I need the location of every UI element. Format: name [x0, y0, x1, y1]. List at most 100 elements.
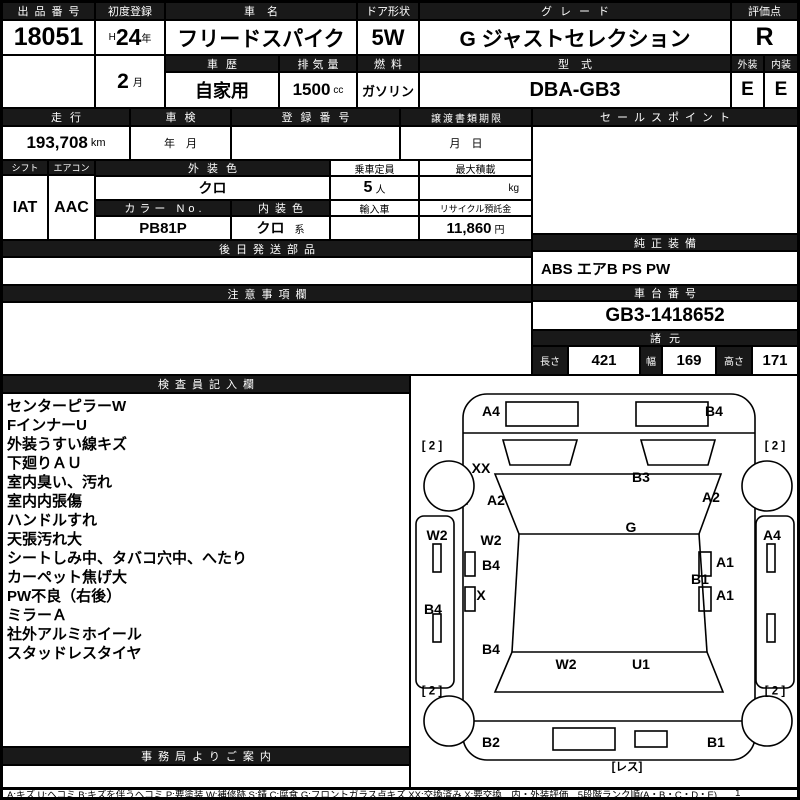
score-value: R: [731, 20, 798, 55]
front-left-wheel: [423, 460, 475, 512]
damage-code: B3: [632, 469, 650, 485]
grade-value: G ジャストセレクション: [419, 20, 731, 55]
mileage-unit: km: [90, 137, 106, 149]
inspector-note: 室内内張傷: [7, 493, 83, 510]
chassis-no-header: 車台番号: [532, 285, 798, 301]
inspector-header: 検査員記入欄: [2, 375, 410, 393]
front-right-wheel: [741, 460, 793, 512]
car-name-value: フリードスパイク: [165, 20, 357, 55]
car-body: [462, 393, 756, 761]
car-name-header: 車名: [165, 2, 357, 20]
inspection-value: 年 月: [130, 126, 231, 160]
caution-area: [2, 302, 532, 375]
width-label: 幅: [640, 346, 662, 375]
recycle-number: 11,860: [446, 219, 492, 237]
interior-score-value: E: [764, 72, 798, 108]
inspector-note: 室内臭い、汚れ: [7, 474, 113, 491]
fuel-value: ガソリン: [357, 72, 419, 108]
damage-code: B4: [705, 403, 723, 419]
history-header: 車歴: [165, 55, 279, 72]
displacement-header: 排気量: [279, 55, 357, 72]
recycle-deposit-value: 11,860 円: [419, 216, 532, 240]
interior-color-header: 内装色: [231, 200, 330, 216]
damage-code: W2: [480, 532, 502, 548]
rear-window: [493, 651, 725, 693]
exterior-color-value: クロ: [95, 176, 330, 200]
legend-page-number: 1: [735, 788, 741, 798]
right-side-panel: [755, 515, 795, 689]
damage-code: G: [625, 519, 637, 535]
damage-code: U1: [632, 656, 650, 672]
dimensions-header: 諸元: [532, 330, 798, 346]
damage-code: B1: [707, 734, 725, 750]
equipment-header: 純正装備: [532, 234, 798, 251]
interior-color-value: クロ 系: [231, 216, 330, 240]
damage-code: B4: [424, 601, 442, 617]
max-load-header: 最大積載: [419, 160, 532, 176]
door-shape-value: 5W: [357, 20, 419, 55]
office-header: 事務局よりご案内: [2, 747, 410, 765]
capacity-value: 5 人: [330, 176, 419, 200]
damage-code: B2: [482, 734, 500, 750]
damage-code: [ 2 ]: [764, 685, 786, 698]
right-headlight: [639, 439, 717, 466]
inspector-note: FインナーU: [7, 417, 87, 434]
left-headlight: [501, 439, 579, 466]
first-registration-header: 初度登録: [95, 2, 165, 20]
history-value: 自家用: [165, 72, 279, 108]
legend-bar: A:キズ U:ヘコミ B:キズを伴うヘコミ P:要塗装 W:補修跡 S:錆 C:…: [2, 788, 798, 798]
color-no-value: PB81P: [95, 216, 231, 240]
inspector-note: カーペット焦げ大: [7, 569, 128, 586]
auction-no-empty-cell: [2, 55, 95, 108]
color-no-header: カラー No.: [95, 200, 231, 216]
inspector-note: 社外アルミホイール: [7, 626, 142, 643]
year-unit: 年: [141, 34, 152, 45]
month-number: 2: [117, 69, 129, 93]
chassis-no-value: GB3-1418652: [532, 301, 798, 330]
damage-code: [ 2 ]: [421, 685, 443, 698]
left-side-panel: [415, 515, 455, 689]
aircon-header: エアコン: [48, 160, 95, 175]
auction-no-header: 出品番号: [2, 2, 95, 20]
width-value: 169: [662, 346, 716, 375]
inspector-note: 下廻りＡＵ: [7, 455, 83, 472]
damage-code: A1: [716, 554, 734, 570]
damage-code: XX: [471, 460, 491, 476]
aircon-value: AAC: [48, 175, 95, 240]
car-outline: [415, 393, 795, 761]
first-registration-year: H 24 年: [95, 20, 165, 55]
shift-value: IAT: [2, 175, 48, 240]
interior-score-header: 内装: [764, 55, 798, 72]
inspector-note: センターピラーW: [7, 398, 127, 415]
height-label: 高さ: [716, 346, 752, 375]
legend-text: A:キズ U:ヘコミ B:キズを伴うヘコミ P:要塗装 W:補修跡 S:錆 C:…: [7, 789, 718, 798]
damage-code: X: [476, 587, 486, 603]
model-code-header: 型式: [419, 55, 731, 72]
fuel-header: 燃料: [357, 55, 419, 72]
damage-code: [ 2 ]: [764, 440, 786, 453]
mileage-value: 193,708 km: [2, 126, 130, 160]
capacity-unit: 人: [375, 184, 386, 196]
inspector-note: ミラーＡ: [7, 607, 68, 624]
damage-code: A2: [702, 489, 720, 505]
damage-code: W2: [426, 527, 448, 543]
height-value: 171: [752, 346, 798, 375]
era-letter: H: [108, 32, 116, 43]
damage-code: [ 2 ]: [421, 440, 443, 453]
import-value: [330, 216, 419, 240]
damage-code: [レス]: [611, 761, 643, 774]
inspector-note: PW不良（右後）: [7, 588, 122, 605]
damage-code: A4: [482, 403, 500, 419]
sales-point-area: [532, 126, 798, 234]
capacity-header: 乗車定員: [330, 160, 419, 176]
displacement-number: 1500: [292, 80, 331, 99]
length-value: 421: [568, 346, 640, 375]
inspector-note: スタッドレスタイヤ: [7, 645, 142, 662]
year-number: 24: [115, 24, 142, 50]
mileage-number: 193,708: [26, 133, 88, 152]
damage-code: W2: [555, 656, 577, 672]
sales-point-header: セールスポイント: [532, 108, 798, 126]
later-parts-area: [2, 257, 532, 285]
model-code-value: DBA-GB3: [419, 72, 731, 108]
